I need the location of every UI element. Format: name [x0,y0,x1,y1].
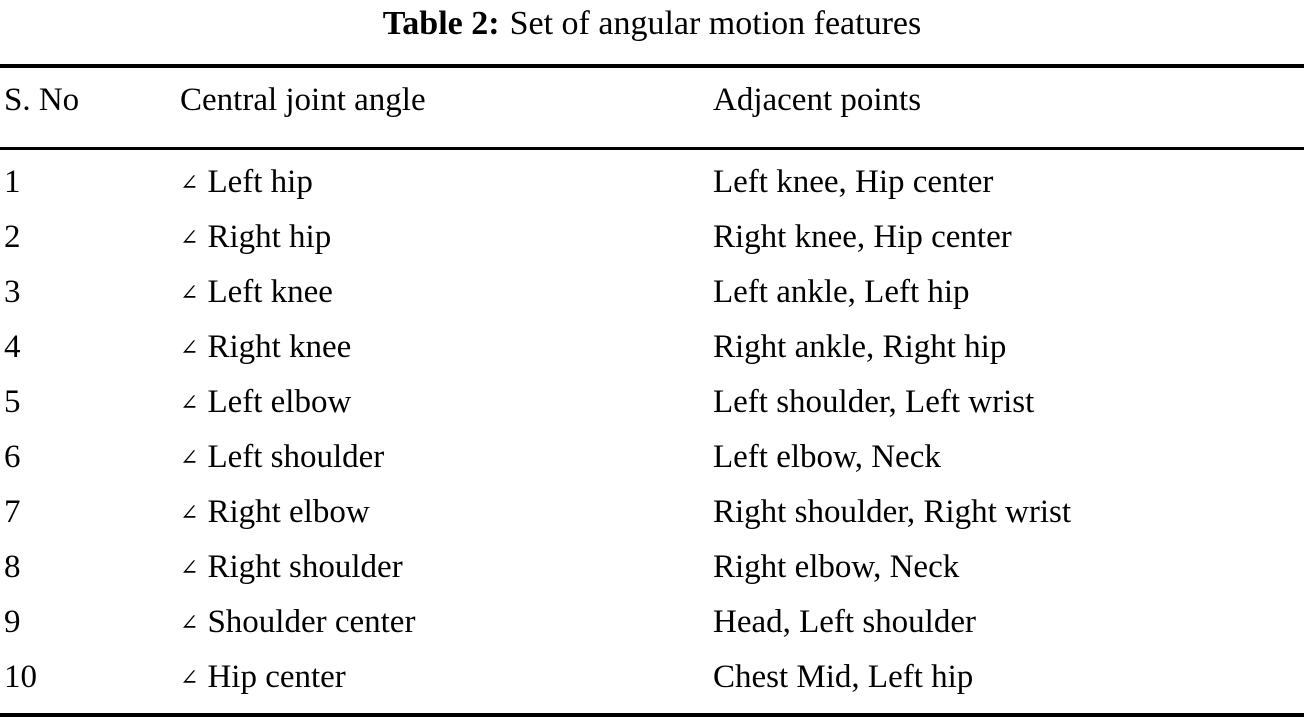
table-row: 3 ∠ Left knee Left ankle, Left hip [0,268,1304,323]
cell-angle-label: Right hip [207,219,332,255]
cell-sno: 1 [4,164,21,200]
cell-adjacent-points: Left knee, Hip center [713,164,994,200]
table-row: 5 ∠ Left elbow Left shoulder, Left wrist [0,378,1304,433]
table-header-rule [0,147,1304,150]
cell-sno: 9 [4,604,21,640]
cell-angle-label: Left knee [207,274,333,310]
angle-icon: ∠ [180,170,199,195]
cell-adjacent-points: Left ankle, Left hip [713,274,970,310]
cell-adjacent-points: Right shoulder, Right wrist [713,494,1072,530]
cell-central-joint-angle: ∠ Left knee [180,268,700,317]
cell-central-joint-angle: ∠ Right hip [180,213,700,262]
table-row: 2 ∠ Right hip Right knee, Hip center [0,213,1304,268]
angle-icon: ∠ [180,225,199,250]
column-header-central-joint-angle: Central joint angle [180,82,426,118]
cell-angle-label: Right elbow [207,494,370,530]
cell-adjacent-points: Left shoulder, Left wrist [713,384,1035,420]
cell-angle-label: Right shoulder [207,549,403,585]
cell-sno: 8 [4,549,21,585]
table-row: 6 ∠ Left shoulder Left elbow, Neck [0,433,1304,488]
cell-angle-label: Hip center [207,659,346,695]
cell-central-joint-angle: ∠ Left elbow [180,378,700,427]
cell-sno: 3 [4,274,21,310]
cell-angle-label: Right knee [207,329,352,365]
table-row: 8 ∠ Right shoulder Right elbow, Neck [0,543,1304,598]
table-bottom-rule [0,713,1304,717]
table-top-rule [0,64,1304,68]
cell-sno: 4 [4,329,21,365]
cell-adjacent-points: Chest Mid, Left hip [713,659,974,695]
cell-sno: 2 [4,219,21,255]
cell-central-joint-angle: ∠ Hip center [180,653,700,702]
angle-icon: ∠ [180,390,199,415]
cell-adjacent-points: Left elbow, Neck [713,439,941,475]
cell-angle-label: Left shoulder [207,439,385,475]
cell-central-joint-angle: ∠ Shoulder center [180,598,700,647]
table-header-row: S. No Central joint angle Adjacent point… [0,74,1304,140]
angle-icon: ∠ [180,500,199,525]
angle-icon: ∠ [180,555,199,580]
cell-central-joint-angle: ∠ Left shoulder [180,433,700,482]
cell-central-joint-angle: ∠ Right elbow [180,488,700,537]
angle-icon: ∠ [180,335,199,360]
cell-sno: 10 [4,659,37,695]
table-row: 9 ∠ Shoulder center Head, Left shoulder [0,598,1304,653]
column-header-adjacent-points: Adjacent points [713,82,922,118]
cell-angle-label: Shoulder center [207,604,416,640]
cell-angle-label: Left elbow [207,384,352,420]
table-caption: Table 2:Set of angular motion features [0,2,1304,46]
cell-adjacent-points: Right ankle, Right hip [713,329,1007,365]
angle-icon: ∠ [180,445,199,470]
cell-adjacent-points: Head, Left shoulder [713,604,976,640]
cell-adjacent-points: Right elbow, Neck [713,549,960,585]
angle-icon: ∠ [180,280,199,305]
table-row: 10 ∠ Hip center Chest Mid, Left hip [0,653,1304,708]
cell-central-joint-angle: ∠ Right shoulder [180,543,700,592]
table-body: 1 ∠ Left hip Left knee, Hip center 2 ∠ Rig… [0,158,1304,708]
cell-sno: 7 [4,494,21,530]
cell-sno: 5 [4,384,21,420]
angle-icon: ∠ [180,610,199,635]
caption-label: Table 2: [382,5,500,42]
cell-adjacent-points: Right knee, Hip center [713,219,1012,255]
table-row: 1 ∠ Left hip Left knee, Hip center [0,158,1304,213]
caption-text: Set of angular motion features [509,5,922,42]
angle-icon: ∠ [180,665,199,690]
table-row: 4 ∠ Right knee Right ankle, Right hip [0,323,1304,378]
column-header-sno: S. No [4,82,80,118]
cell-sno: 6 [4,439,21,475]
cell-angle-label: Left hip [207,164,313,200]
table-row: 7 ∠ Right elbow Right shoulder, Right wri… [0,488,1304,543]
cell-central-joint-angle: ∠ Right knee [180,323,700,372]
cell-central-joint-angle: ∠ Left hip [180,158,700,207]
